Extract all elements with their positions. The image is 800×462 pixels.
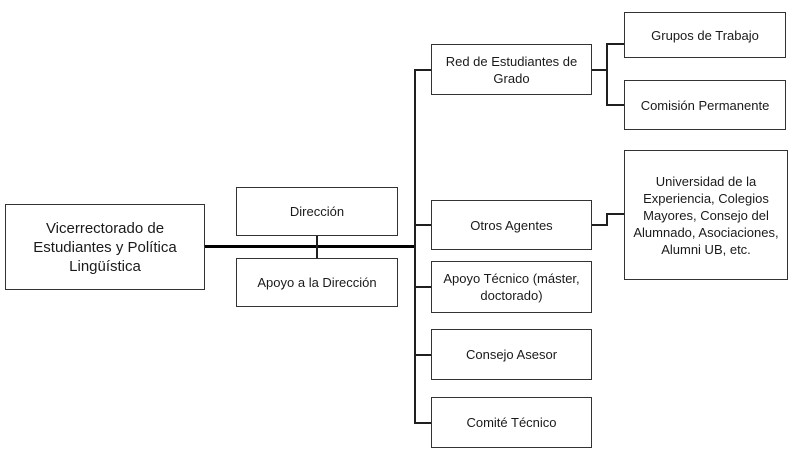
comision-permanente-node: Comisión Permanente [624, 80, 786, 130]
direccion-node: Dirección [236, 187, 398, 236]
comision-permanente-label: Comisión Permanente [640, 97, 770, 113]
otros-agentes-detalle-label: Universidad de la Experiencia, Colegios … [633, 173, 779, 257]
comite-tecnico-node: Comité Técnico [431, 397, 592, 448]
branch-comite-tecnico-line [414, 422, 431, 424]
comite-tecnico-label: Comité Técnico [466, 415, 557, 430]
otros-agentes-node: Otros Agentes [431, 200, 592, 250]
otros-agentes-to-detail-v-line [606, 213, 608, 226]
branch-otros-agentes-line [414, 224, 431, 226]
branch-red-estudiantes-line [414, 69, 431, 71]
trunk-vertical-line [414, 69, 416, 423]
consejo-asesor-node: Consejo Asesor [431, 329, 592, 380]
main-connector-line [205, 245, 415, 248]
apoyo-direccion-node: Apoyo a la Dirección [236, 258, 398, 307]
branch-apoyo-tecnico-line [414, 286, 431, 288]
apoyo-direccion-label: Apoyo a la Dirección [257, 275, 377, 290]
branch-comision-permanente-line [606, 104, 624, 106]
red-to-subgroups-line [592, 69, 608, 71]
apoyo-tecnico-node: Apoyo Técnico (máster, doctorado) [431, 261, 592, 313]
otros-agentes-label: Otros Agentes [470, 217, 553, 233]
direccion-connector-line [316, 236, 318, 258]
otros-agentes-to-detail-h1-line [592, 224, 608, 226]
subgroups-vertical-line [606, 43, 608, 106]
vicerrectorado-node: Vicerrectorado de Estudiantes y Política… [5, 204, 205, 290]
vicerrectorado-label: Vicerrectorado de Estudiantes y Política… [33, 219, 177, 275]
red-estudiantes-node: Red de Estudiantes de Grado [431, 44, 592, 95]
branch-consejo-asesor-line [414, 354, 431, 356]
direccion-label: Dirección [289, 204, 345, 219]
apoyo-tecnico-label: Apoyo Técnico (máster, doctorado) [443, 271, 580, 303]
otros-agentes-detalle-node: Universidad de la Experiencia, Colegios … [624, 150, 788, 280]
grupos-trabajo-label: Grupos de Trabajo [651, 27, 759, 43]
consejo-asesor-label: Consejo Asesor [465, 347, 558, 362]
red-estudiantes-label: Red de Estudiantes de Grado [445, 53, 578, 86]
otros-agentes-to-detail-h2-line [606, 213, 624, 215]
branch-grupos-trabajo-line [606, 43, 624, 45]
grupos-trabajo-node: Grupos de Trabajo [624, 12, 786, 58]
